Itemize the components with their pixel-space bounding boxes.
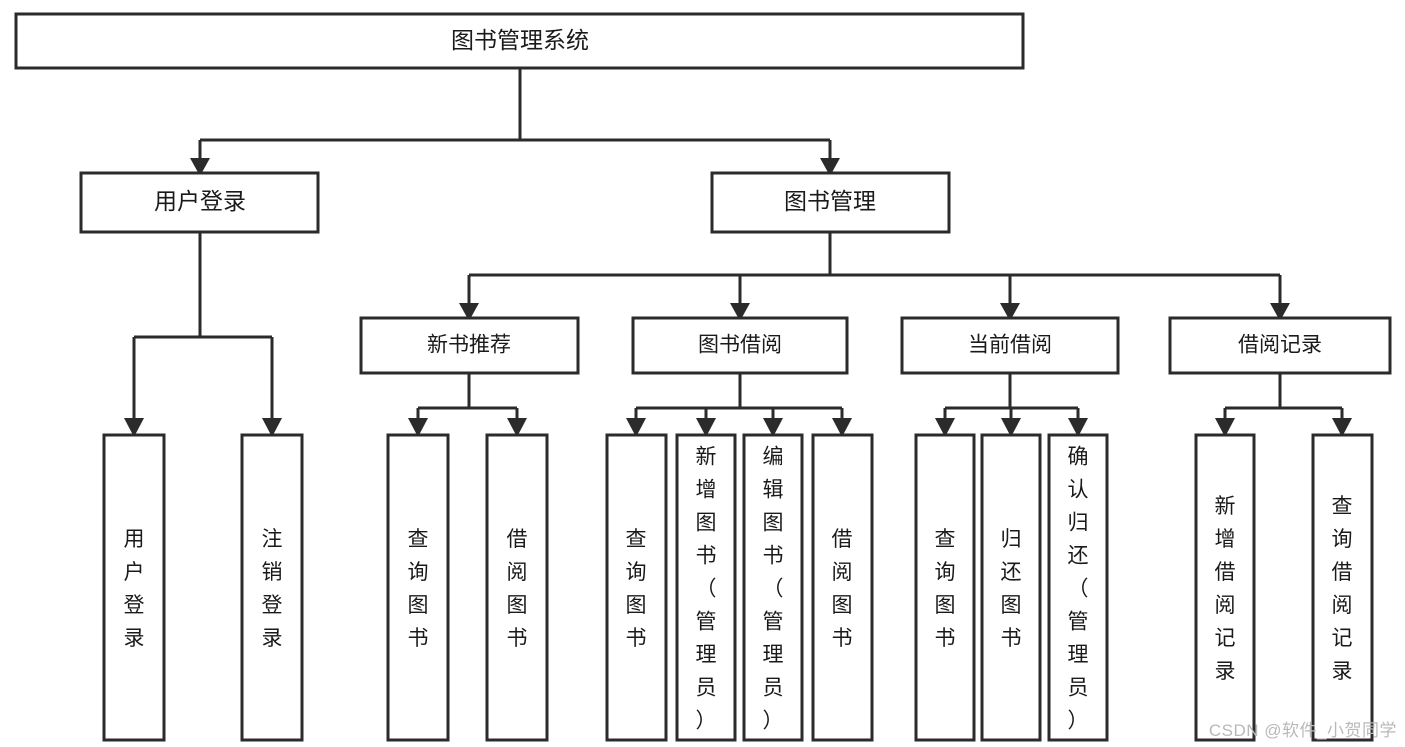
node-label: 图书管理 xyxy=(784,188,876,214)
node-box[interactable] xyxy=(605,433,668,742)
arrowhead-icon xyxy=(626,418,646,437)
node-leaf-borrow-books[interactable]: 借阅图书 xyxy=(811,433,874,742)
node-box[interactable] xyxy=(914,433,976,742)
node-box[interactable] xyxy=(1168,316,1392,375)
node-box[interactable] xyxy=(811,433,874,742)
node-box[interactable] xyxy=(1047,433,1109,742)
node-label: 借阅记录 xyxy=(1238,334,1322,357)
arrowhead-icon xyxy=(763,418,783,437)
node-label: 注销登录 xyxy=(262,528,283,650)
node-level2-book-borrow[interactable]: 图书借阅 xyxy=(631,316,849,375)
arrowhead-icon xyxy=(820,158,840,176)
arrowhead-icon xyxy=(696,418,716,437)
node-label: 确认归还（管理员） xyxy=(1068,445,1089,732)
node-leaf-confirm-return-admin[interactable]: 确认归还（管理员） xyxy=(1047,433,1109,742)
arrowhead-icon xyxy=(1000,303,1020,321)
node-level1-book-management[interactable]: 图书管理 xyxy=(710,171,951,234)
node-label: 新增借阅记录 xyxy=(1215,495,1236,683)
node-box[interactable] xyxy=(675,433,737,742)
node-label: 当前借阅 xyxy=(968,334,1052,357)
edge-records-to-leaves-trunk xyxy=(1223,373,1344,422)
node-box[interactable] xyxy=(386,433,450,742)
node-label: 用户登录 xyxy=(124,528,145,650)
node-level2-current-borrow[interactable]: 当前借阅 xyxy=(900,316,1120,375)
node-box[interactable] xyxy=(742,433,804,742)
node-leaf-borrow-books-newbook[interactable]: 借阅图书 xyxy=(485,433,549,742)
node-leaf-logout[interactable]: 注销登录 xyxy=(240,433,304,742)
csdn-watermark: CSDN @软件_小贺同学 xyxy=(1208,721,1397,740)
node-root-label: 图书管理系统 xyxy=(451,27,589,53)
node-box[interactable] xyxy=(102,433,166,742)
node-leaf-query-books-borrow[interactable]: 查询图书 xyxy=(605,433,668,742)
node-label: 查询图书 xyxy=(935,528,956,650)
node-leaf-add-borrow-record[interactable]: 新增借阅记录 xyxy=(1194,433,1256,742)
node-leaf-query-books-newbook[interactable]: 查询图书 xyxy=(386,433,450,742)
node-box[interactable] xyxy=(710,171,951,234)
node-label: 借阅图书 xyxy=(832,528,853,650)
arrowhead-icon xyxy=(935,418,955,437)
node-leaf-user-login[interactable]: 用户登录 xyxy=(102,433,166,742)
node-label: 编辑图书（管理员） xyxy=(763,445,784,732)
node-label: 归还图书 xyxy=(1001,528,1022,650)
edge-current-to-leaves-trunk xyxy=(943,373,1080,422)
edge-root-to-level1-trunk xyxy=(198,68,832,160)
edge-borrow-to-leaves-trunk xyxy=(634,373,844,422)
node-label: 图书借阅 xyxy=(698,334,782,357)
node-label: 借阅图书 xyxy=(507,528,528,650)
node-box[interactable] xyxy=(1311,433,1374,742)
node-box[interactable] xyxy=(359,316,580,375)
arrowhead-icon xyxy=(124,418,144,437)
arrowhead-icon xyxy=(190,158,210,176)
arrowhead-icon xyxy=(730,303,750,321)
node-leaf-return-books[interactable]: 归还图书 xyxy=(980,433,1042,742)
node-box[interactable] xyxy=(900,316,1120,375)
edge-newbooks-to-leaves-trunk xyxy=(416,373,519,422)
node-box[interactable] xyxy=(79,171,320,234)
node-leaf-query-borrow-record[interactable]: 查询借阅记录 xyxy=(1311,433,1374,742)
arrowhead-icon xyxy=(507,418,527,437)
node-root-box[interactable] xyxy=(14,12,1025,70)
node-box[interactable] xyxy=(485,433,549,742)
leaf-layer: 用户登录 注销登录 查询图书 借阅图书 查询图书 新增图书（管理员） xyxy=(102,433,1374,742)
node-leaf-edit-book-admin[interactable]: 编辑图书（管理员） xyxy=(742,433,804,742)
arrowhead-icon xyxy=(1215,418,1235,437)
arrowhead-layer xyxy=(124,158,1352,437)
node-label: 查询借阅记录 xyxy=(1332,495,1353,683)
node-label: 用户登录 xyxy=(154,188,246,214)
node-box[interactable] xyxy=(980,433,1042,742)
arrowhead-icon xyxy=(1270,303,1290,321)
node-box[interactable] xyxy=(240,433,304,742)
edge-login-to-leaves-trunk xyxy=(132,232,274,422)
node-label: 查询图书 xyxy=(408,528,429,650)
node-label: 查询图书 xyxy=(626,528,647,650)
node-level2-borrow-records[interactable]: 借阅记录 xyxy=(1168,316,1392,375)
node-box[interactable] xyxy=(631,316,849,375)
arrowhead-icon xyxy=(459,303,479,321)
arrowhead-icon xyxy=(408,418,428,437)
arrowhead-icon xyxy=(1068,418,1088,437)
connector-layer xyxy=(132,68,1344,422)
node-level1-user-login[interactable]: 用户登录 xyxy=(79,171,320,234)
node-label: 新书推荐 xyxy=(427,334,511,357)
node-level2-new-book-recommend[interactable]: 新书推荐 xyxy=(359,316,580,375)
node-leaf-add-book-admin[interactable]: 新增图书（管理员） xyxy=(675,433,737,742)
node-label: 新增图书（管理员） xyxy=(696,445,717,732)
arrowhead-icon xyxy=(1001,418,1021,437)
edge-books-to-level2-trunk xyxy=(467,232,1282,305)
node-leaf-query-books-current[interactable]: 查询图书 xyxy=(914,433,976,742)
node-box[interactable] xyxy=(1194,433,1256,742)
arrowhead-icon xyxy=(262,418,282,437)
node-root[interactable]: 图书管理系统 xyxy=(14,12,1025,70)
arrowhead-icon xyxy=(1332,418,1352,437)
arrowhead-icon xyxy=(832,418,852,437)
